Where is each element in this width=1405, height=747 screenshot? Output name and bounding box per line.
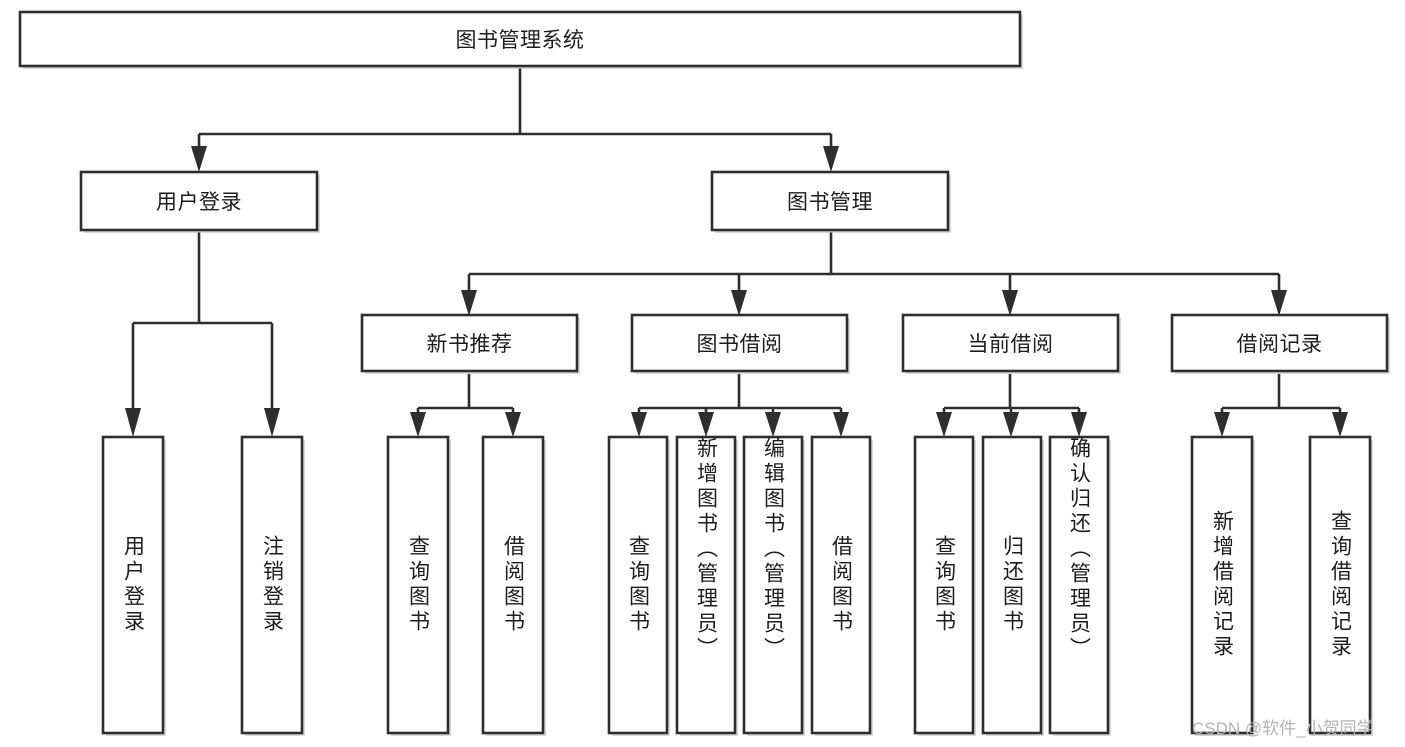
node-box-leaf-user-logout[interactable] <box>240 435 304 735</box>
node-box-current-borrow[interactable] <box>901 313 1120 373</box>
node-box-leaf-user-login[interactable] <box>101 435 165 735</box>
connector-group-new-book-recommend <box>410 374 521 437</box>
node-box-leaf-query-record[interactable] <box>1308 435 1372 735</box>
arrow-head-leaf-add-record <box>1214 412 1230 437</box>
arrow-head-leaf-query-record <box>1332 412 1348 437</box>
node-box-root[interactable] <box>18 10 1022 68</box>
node-box-leaf-query-book-2[interactable] <box>607 435 669 735</box>
node-box-leaf-add-book[interactable] <box>675 435 737 735</box>
arrow-head-leaf-user-login <box>125 408 141 437</box>
node-box-leaf-borrow-book-2[interactable] <box>810 435 872 735</box>
arrow-head-book-borrow <box>731 290 747 316</box>
node-box-leaf-query-book-1[interactable] <box>386 435 450 735</box>
connector-group-root <box>191 68 839 172</box>
node-box-new-book-recommend[interactable] <box>360 313 579 373</box>
connector-group-book-borrow <box>631 374 849 437</box>
node-box-book-borrow[interactable] <box>630 313 849 373</box>
arrow-head-current-borrow <box>1002 290 1018 316</box>
arrow-head-leaf-user-logout <box>264 408 280 437</box>
arrow-head-book-manage <box>823 146 839 172</box>
arrow-head-user-login <box>191 146 207 172</box>
arrow-head-leaf-borrow-book-2 <box>833 412 849 437</box>
arrow-head-leaf-add-book <box>698 412 714 437</box>
node-box-leaf-borrow-book-1[interactable] <box>481 435 545 735</box>
node-box-borrow-record[interactable] <box>1170 313 1389 373</box>
arrow-head-new-book-recommend <box>461 290 477 316</box>
arrow-head-leaf-query-book-1 <box>410 412 426 437</box>
arrow-head-borrow-record <box>1271 290 1287 316</box>
node-box-leaf-confirm-return[interactable] <box>1048 435 1110 735</box>
arrow-head-leaf-borrow-book-1 <box>505 412 521 437</box>
watermark-text: CSDN @软件_小贺同学 <box>1192 719 1374 738</box>
arrow-head-leaf-query-book-2 <box>631 412 647 437</box>
arrow-head-leaf-query-book-3 <box>936 412 952 437</box>
node-box-user-login[interactable] <box>79 170 319 232</box>
node-box-leaf-edit-book[interactable] <box>742 435 804 735</box>
node-box-leaf-add-record[interactable] <box>1190 435 1254 735</box>
node-box-book-manage[interactable] <box>710 170 950 232</box>
arrow-head-leaf-edit-book <box>765 412 781 437</box>
connector-group-borrow-record <box>1214 374 1348 437</box>
node-box-leaf-query-book-3[interactable] <box>913 435 975 735</box>
node-box-leaf-return-book[interactable] <box>981 435 1043 735</box>
arrow-head-leaf-return-book <box>1003 412 1019 437</box>
connector-group-current-borrow <box>936 374 1087 437</box>
connector-group-book-manage <box>461 232 1287 316</box>
arrow-head-leaf-confirm-return <box>1071 412 1087 437</box>
connector-group-user-login <box>125 232 280 437</box>
